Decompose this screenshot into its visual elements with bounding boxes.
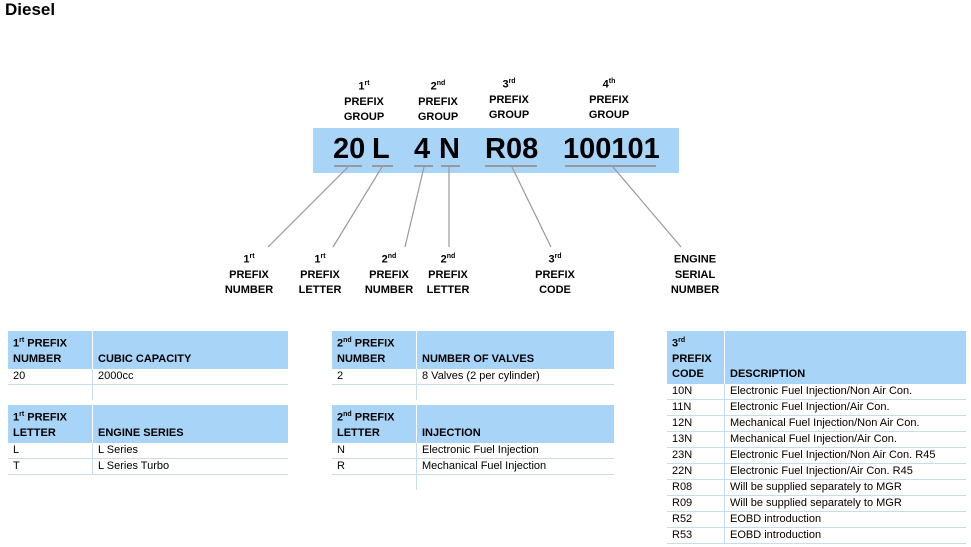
description-cell: Will be supplied separately to MGR (724, 495, 966, 512)
code-cell: R53 (667, 527, 725, 544)
description-cell: EOBD introduction (724, 527, 966, 544)
code-cell: 12N (667, 415, 725, 432)
code-prefix-number-2: 4 (414, 133, 431, 165)
description-cell: Will be supplied separately to MGR (724, 479, 966, 496)
description-cell: Mechanical Fuel Injection/Non Air Con. (724, 415, 966, 432)
description-cell: Electronic Fuel Injection/Air Con. R45 (724, 463, 966, 480)
code-cell: 10N (667, 383, 725, 400)
code-prefix-number-1: 20 (333, 133, 366, 165)
code-cell: 11N (667, 399, 725, 416)
description-cell: Electronic Fuel Injection/Non Air Con. (724, 383, 966, 400)
code-cell: R52 (667, 511, 725, 528)
code-cell: R09 (667, 495, 725, 512)
code-cell: R08 (667, 479, 725, 496)
code-cell: 22N (667, 463, 725, 480)
code-prefix-letter-2: N (439, 133, 460, 165)
code-serial-number: 100101 (563, 133, 660, 165)
page-title: Diesel (5, 0, 56, 19)
description-cell: Electronic Fuel Injection/Air Con. (724, 399, 966, 416)
code-cell: 23N (667, 447, 725, 464)
description-cell: Electronic Fuel Injection/Non Air Con. R… (724, 447, 966, 464)
code-prefix-code-3: R08 (485, 133, 539, 165)
code-cell: 13N (667, 431, 725, 448)
table-row (332, 384, 614, 400)
table-row (8, 384, 288, 400)
table-row (332, 474, 614, 490)
description-cell: Mechanical Fuel Injection/Air Con. (724, 431, 966, 448)
description-cell: EOBD introduction (724, 511, 966, 528)
code-prefix-letter-1: L (372, 133, 390, 165)
